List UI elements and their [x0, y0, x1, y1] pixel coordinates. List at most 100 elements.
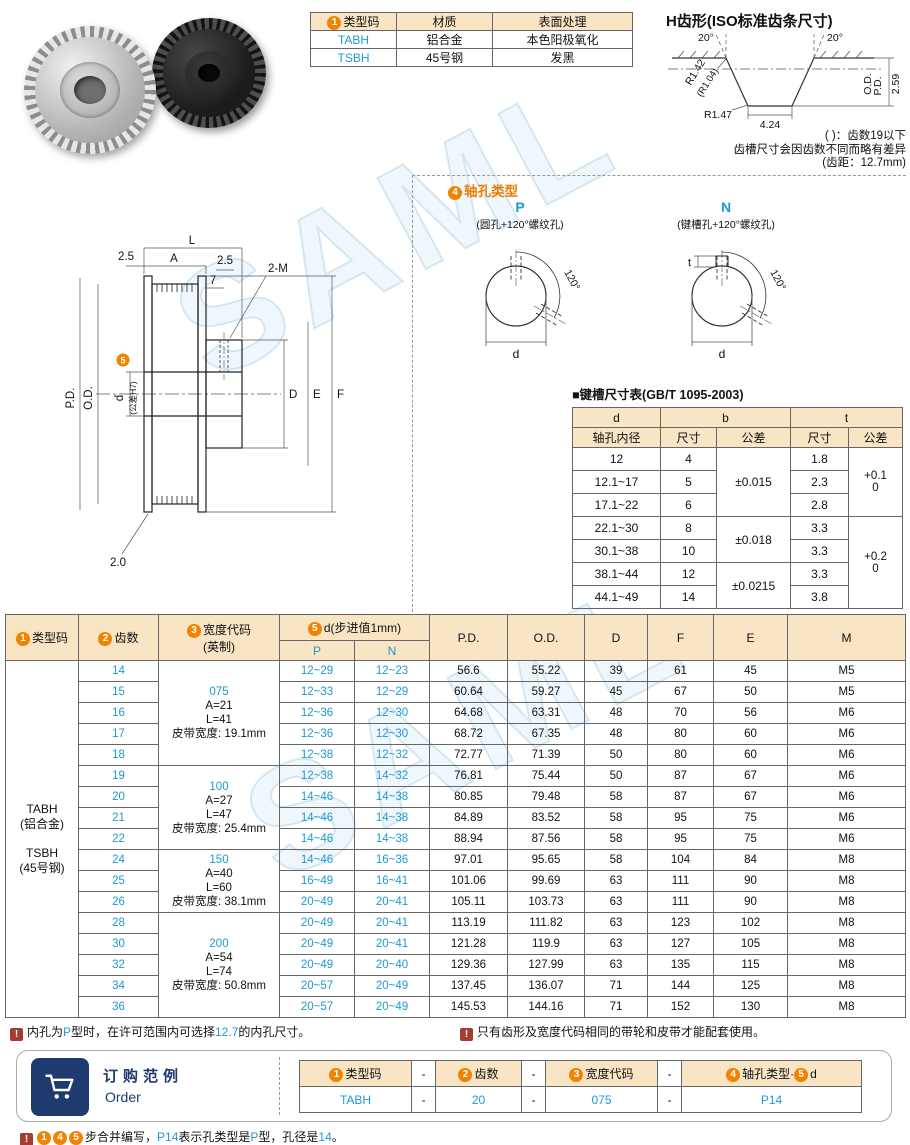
- range-p-cell: 12~29: [279, 660, 355, 682]
- m-cell: M8: [787, 870, 906, 892]
- m-cell: M8: [787, 912, 906, 934]
- pd-cell: 64.68: [429, 702, 508, 724]
- f-cell: 104: [647, 849, 714, 871]
- od-cell: 63.31: [507, 702, 585, 724]
- f-cell: 67: [647, 681, 714, 703]
- t-label: t: [688, 257, 691, 269]
- e-cell: 56: [713, 702, 788, 724]
- f-cell: 135: [647, 954, 714, 976]
- header-pd: P.D.: [429, 614, 508, 661]
- header-label: 宽度代码: [202, 622, 251, 637]
- note-line: (齿距：12.7mm): [822, 157, 906, 169]
- pulley-photo-silver: [24, 26, 156, 154]
- e-cell: 115: [713, 954, 788, 976]
- od-cell: 75.44: [507, 765, 585, 787]
- hole-centerlines: [721, 250, 773, 325]
- dash-cell: -: [657, 1060, 682, 1087]
- t-size: 1.8: [790, 447, 849, 471]
- range-n-cell: 16~36: [354, 849, 430, 871]
- type-code-cell: TABH (铝合金) TSBH (45号钢): [5, 660, 79, 1018]
- d-cell: 63: [584, 933, 648, 955]
- bore-range: 22.1~30: [572, 516, 661, 540]
- cart-icon: [45, 1074, 74, 1099]
- d-cell: 63: [584, 891, 648, 913]
- circled-number-3: 3: [186, 623, 201, 638]
- dash-cell: -: [411, 1060, 436, 1087]
- b-tolerance: ±0.018: [716, 516, 791, 563]
- t-size: 2.3: [790, 470, 849, 494]
- width-l: L=41: [206, 714, 232, 726]
- e-cell: 90: [713, 870, 788, 892]
- dim-tap: 2-M: [268, 263, 288, 275]
- header-label: 齿数: [474, 1067, 499, 1081]
- range-n-cell: 16~41: [354, 870, 430, 892]
- range-p-cell: 20~49: [279, 954, 355, 976]
- note-text: 型时，在许可范围内可选择: [71, 1025, 216, 1039]
- b-tolerance: ±0.015: [716, 447, 791, 517]
- od-cell: 144.16: [507, 996, 585, 1018]
- width-a: A=54: [205, 952, 233, 964]
- teeth-cell: 26: [78, 891, 159, 913]
- surface-finish: 本色阳极氧化: [492, 30, 633, 49]
- note-text: 内孔为: [27, 1025, 64, 1039]
- material-row: TABH 铝合金 本色阳极氧化: [310, 30, 633, 49]
- tooth-profile-diagram: 20° 20° R1.42 (R1.04) R1.47 4.24 O.D. P.…: [668, 31, 902, 131]
- tol-lower: 0: [872, 482, 879, 494]
- pd-cell: 121.28: [429, 933, 508, 955]
- material-header-finish: 表面处理: [492, 12, 633, 31]
- b-size: 6: [660, 493, 717, 517]
- type-line: (铝合金): [20, 817, 64, 831]
- teeth-cell: 15: [78, 681, 159, 703]
- range-n-cell: 20~49: [354, 996, 430, 1018]
- dimension-lines: [717, 57, 894, 119]
- root-radius-label: R1.47: [704, 109, 732, 121]
- f-cell: 87: [647, 786, 714, 808]
- height-dim-label: 2.59: [890, 74, 902, 95]
- e-cell: 75: [713, 807, 788, 829]
- b-size: 8: [660, 516, 717, 540]
- f-cell: 127: [647, 933, 714, 955]
- angle-label: 120°: [561, 268, 582, 293]
- e-cell: 67: [713, 786, 788, 808]
- dim-E: E: [313, 389, 321, 401]
- header-E: E: [713, 614, 788, 661]
- header-od: O.D.: [507, 614, 585, 661]
- header-label: d: [810, 1067, 817, 1081]
- width-code-cell: 075 A=21 L=41 皮带宽度: 19.1mm: [158, 660, 280, 766]
- f-cell: 111: [647, 891, 714, 913]
- n-type-desc: (键槽孔+120°螺纹孔): [677, 218, 775, 231]
- dimension-lines: [79, 247, 336, 555]
- od-cell: 87.56: [507, 828, 585, 850]
- d-label: d: [719, 347, 726, 361]
- width-dim-label: 4.24: [760, 119, 781, 131]
- range-n-cell: 14~38: [354, 807, 430, 829]
- range-n-cell: 12~30: [354, 702, 430, 724]
- pulley-bore: [198, 64, 220, 82]
- note-highlight: P14: [157, 1130, 179, 1144]
- keyway-header-row: d b t: [572, 407, 903, 428]
- header-label: 类型码: [343, 15, 380, 29]
- b-tolerance: ±0.0215: [716, 562, 791, 609]
- width-a: A=27: [205, 794, 233, 807]
- range-n-cell: 12~30: [354, 723, 430, 745]
- belt-width: 皮带宽度: 25.4mm: [172, 822, 266, 835]
- note-highlight: 14: [318, 1130, 332, 1144]
- dim-L: L: [189, 235, 196, 247]
- teeth-cell: 36: [78, 996, 159, 1018]
- keyway-section: ■键槽尺寸表(GB/T 1095-2003) d b t 轴孔内径 尺寸 公差 …: [572, 384, 903, 609]
- m-cell: M8: [787, 954, 906, 976]
- dash-cell: -: [521, 1086, 546, 1113]
- angle-label: 20°: [698, 32, 714, 44]
- dim-F: F: [337, 389, 344, 401]
- note-text: 。: [331, 1130, 344, 1144]
- note-text: 只有齿形及宽度代码相同的带轮和皮带才能配套使用。: [477, 1025, 766, 1039]
- od-cell: 59.27: [507, 681, 585, 703]
